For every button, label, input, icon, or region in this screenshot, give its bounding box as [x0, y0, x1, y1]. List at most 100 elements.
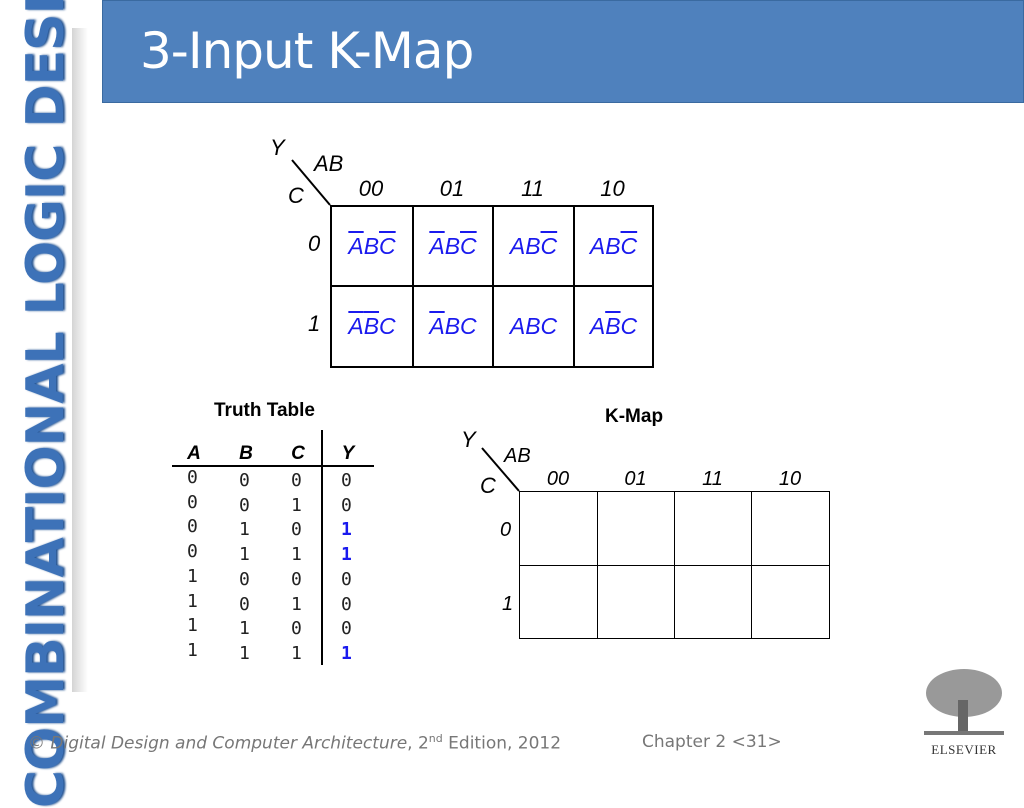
- edition-sup: nd: [428, 732, 443, 745]
- table-cell: 0: [187, 516, 198, 538]
- title-bar: [102, 0, 1024, 103]
- edition: , 2: [407, 733, 429, 754]
- literal: B: [605, 232, 621, 259]
- column-header: 00: [358, 176, 384, 201]
- table-cell: 1: [239, 618, 250, 640]
- literal: C: [540, 232, 558, 259]
- bottom-kmap-row-var: C: [480, 473, 496, 498]
- literal: A: [348, 232, 364, 259]
- literal: C: [379, 313, 396, 339]
- table-cell: 1: [291, 642, 302, 664]
- literal: B: [363, 313, 380, 339]
- kmap-cell-empty: [519, 565, 598, 639]
- column-header: Y: [341, 443, 355, 464]
- literal: A: [589, 232, 606, 259]
- row-header: 1: [502, 593, 514, 615]
- table-cell: 0: [341, 494, 352, 516]
- table-cell: 0: [341, 470, 352, 491]
- top-kmap-col-var: AB: [314, 151, 344, 176]
- column-header: 10: [600, 176, 625, 201]
- literal: A: [348, 313, 364, 339]
- table-cell: 0: [239, 568, 250, 590]
- truth-table-title: Truth Table: [214, 400, 315, 421]
- literal: A: [509, 232, 526, 259]
- slide-title: 3-Input K-Map: [140, 22, 474, 80]
- truth-table-divider: [321, 430, 323, 665]
- table-cell: 1: [239, 544, 250, 566]
- table-cell: 0: [341, 618, 352, 640]
- table-cell: 1: [291, 593, 302, 615]
- table-cell: 1: [291, 544, 302, 566]
- table-cell: 1: [187, 639, 198, 661]
- table-cell: 1: [291, 494, 302, 516]
- literal: A: [589, 313, 606, 339]
- table-cell: 0: [187, 467, 198, 488]
- copyright-symbol: ©: [28, 733, 45, 754]
- literal: C: [620, 232, 638, 259]
- bottom-kmap-title: K-Map: [605, 406, 664, 427]
- literal: A: [509, 313, 526, 339]
- literal: C: [460, 313, 477, 339]
- table-cell: 1: [239, 519, 250, 541]
- column-header: B: [239, 443, 253, 464]
- table-cell: 0: [239, 593, 250, 615]
- kmap-cell-empty: [674, 565, 752, 639]
- table-cell: 0: [187, 541, 198, 563]
- row-header: 0: [500, 519, 512, 541]
- literal: B: [525, 232, 541, 259]
- table-cell: 1: [187, 565, 198, 587]
- literal: A: [429, 313, 445, 339]
- top-kmap-output-label: Y: [270, 135, 285, 160]
- column-header: 11: [702, 468, 723, 490]
- table-cell: 0: [291, 568, 302, 590]
- table-cell: 0: [291, 519, 302, 541]
- table-cell: 0: [291, 470, 302, 491]
- bottom-kmap-diagonal: [481, 447, 520, 492]
- table-cell: 1: [341, 642, 352, 664]
- book-title: Digital Design and Computer Architecture: [50, 733, 408, 754]
- tree-icon: [924, 669, 1004, 735]
- table-cell: 1: [341, 519, 352, 541]
- column-header: A: [187, 443, 201, 464]
- column-header: 01: [439, 176, 465, 201]
- column-header: 11: [521, 176, 544, 201]
- literal: B: [525, 313, 541, 339]
- table-cell: 0: [239, 494, 250, 516]
- elsevier-logo: ELSEVIER: [920, 665, 1008, 757]
- column-header: C: [291, 443, 305, 464]
- table-cell: 0: [341, 593, 352, 615]
- table-cell: 1: [187, 590, 198, 612]
- literal: C: [620, 313, 638, 339]
- column-header: 01: [624, 468, 647, 490]
- column-header: 00: [546, 468, 570, 490]
- literal: B: [605, 313, 621, 339]
- row-header: 0: [308, 231, 321, 256]
- literal: C: [379, 232, 396, 259]
- table-cell: 1: [187, 615, 198, 637]
- literal: C: [460, 232, 477, 259]
- table-cell: 1: [239, 642, 250, 664]
- column-header: 10: [778, 468, 802, 490]
- kmap-cell-empty: [674, 491, 752, 566]
- table-cell: 0: [239, 470, 250, 491]
- footer-copyright: © Digital Design and Computer Architectu…: [28, 732, 561, 754]
- kmap-cell-empty: [751, 565, 830, 639]
- bottom-kmap-col-var: AB: [504, 445, 531, 467]
- table-cell: 0: [341, 568, 352, 590]
- literal: A: [429, 232, 445, 259]
- chapter-page: Chapter 2 <31>: [642, 732, 782, 752]
- kmap-cell-empty: [597, 491, 675, 566]
- table-cell: 1: [341, 544, 352, 566]
- truth-table-header-rule: [172, 465, 374, 467]
- edition-rest: Edition, 2012: [442, 733, 562, 754]
- top-kmap-row-var: C: [288, 183, 304, 208]
- kmap-cell-empty: [519, 491, 598, 566]
